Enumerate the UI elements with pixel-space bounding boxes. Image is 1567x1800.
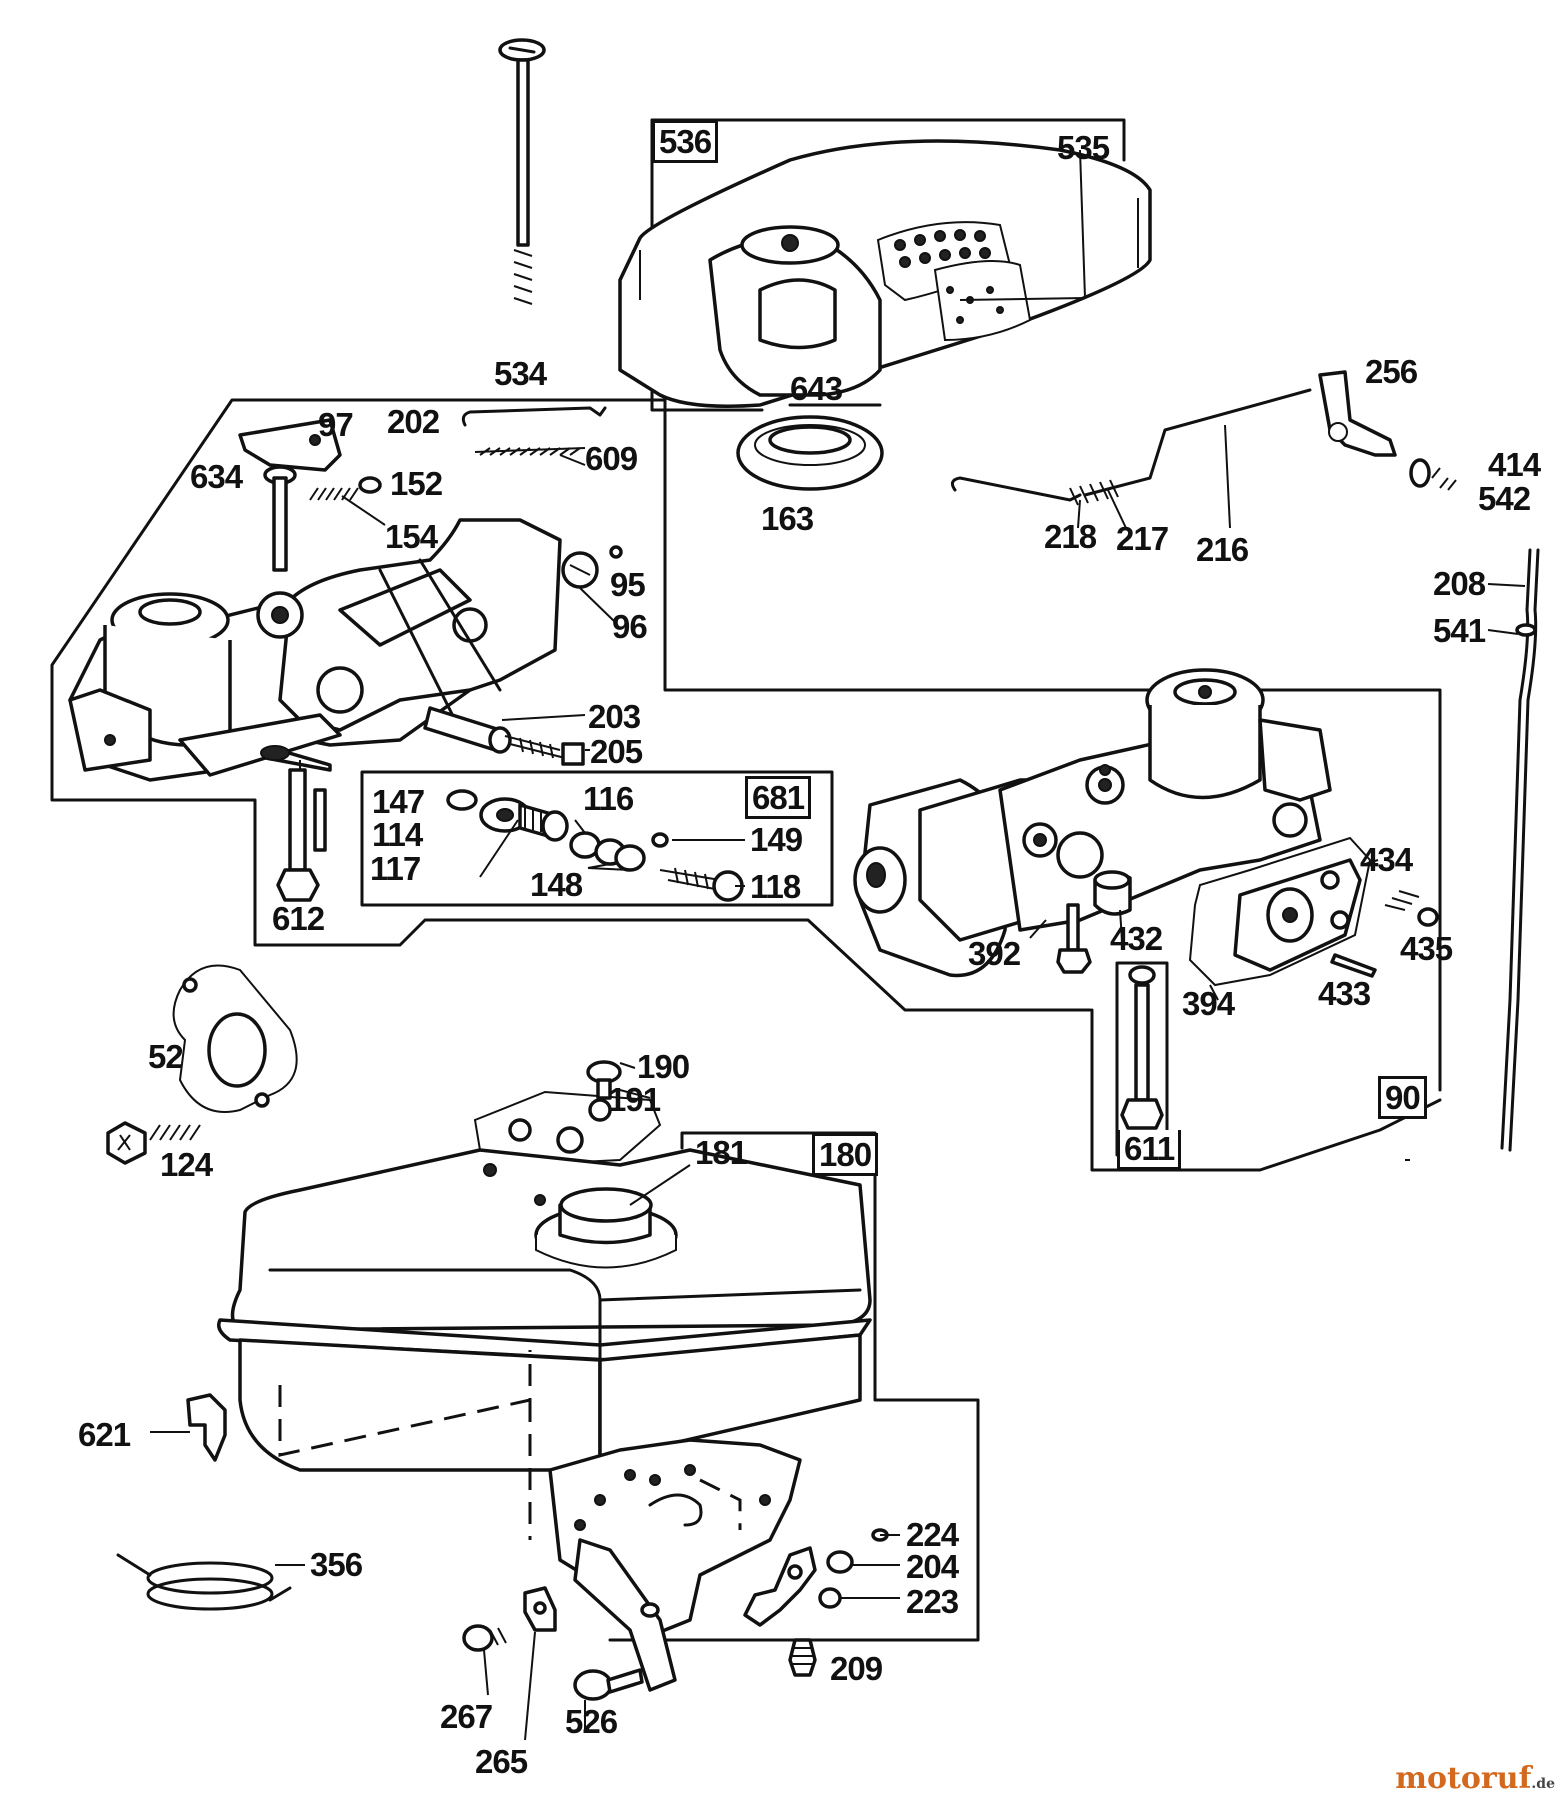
callout-147: 147 [372, 783, 425, 820]
callout-392: 392 [968, 935, 1021, 972]
callout-148: 148 [530, 866, 583, 903]
dipstick-tube [1487, 548, 1540, 1152]
callout-609: 609 [585, 440, 638, 477]
callout-542: 542 [1478, 480, 1531, 517]
callout-535: 535 [1057, 129, 1110, 166]
callout-217: 217 [1116, 520, 1169, 557]
callout-149: 149 [750, 821, 803, 858]
callout-267: 267 [440, 1698, 493, 1735]
callout-97: 97 [318, 406, 354, 443]
callout-621: 621 [78, 1416, 131, 1453]
callout-203: 203 [588, 698, 641, 735]
callout-118: 118 [750, 868, 801, 905]
callout-434: 434 [1360, 841, 1413, 878]
callout-356: 356 [310, 1546, 363, 1583]
callout-152: 152 [390, 465, 443, 502]
callout-190: 190 [637, 1048, 690, 1085]
callout-534: 534 [494, 355, 547, 392]
callout-204: 204 [906, 1548, 959, 1585]
dipstick-534 [498, 38, 546, 305]
callout-180: 180 [812, 1133, 879, 1176]
callout-256: 256 [1365, 353, 1418, 390]
callout-634: 634 [190, 458, 243, 495]
callout-526: 526 [565, 1703, 618, 1740]
callout-209: 209 [830, 1650, 883, 1687]
intake-gasket [106, 964, 298, 1165]
callout-394: 394 [1182, 985, 1235, 1022]
callout-202: 202 [387, 403, 440, 440]
callout-435: 435 [1400, 930, 1453, 967]
watermark-brand: motoruf [1395, 1761, 1532, 1796]
callout-611: 611 [1117, 1130, 1182, 1170]
callout-117: 117 [370, 850, 421, 887]
callout-223: 223 [906, 1583, 959, 1620]
watermark-tld: .de [1531, 1776, 1555, 1792]
callout-224: 224 [906, 1516, 959, 1553]
callout-218: 218 [1044, 518, 1097, 555]
callout-52: 52 [148, 1038, 184, 1075]
callout-541: 541 [1433, 612, 1486, 649]
callout-432: 432 [1110, 920, 1163, 957]
callout-433: 433 [1318, 975, 1371, 1012]
callout-95: 95 [610, 566, 646, 603]
callout-90: 90 [1378, 1076, 1427, 1119]
callout-163: 163 [761, 500, 814, 537]
callout-124: 124 [160, 1146, 213, 1183]
callout-265: 265 [475, 1743, 528, 1780]
callout-643: 643 [790, 370, 843, 407]
callout-191: 191 [608, 1081, 661, 1118]
carburetor-right-group [853, 668, 1442, 1172]
callout-536: 536 [652, 120, 719, 163]
callout-154: 154 [385, 518, 438, 555]
callout-181: 181 [695, 1134, 748, 1171]
fuel-tank-group [116, 1060, 980, 1741]
carburetor-left-group [50, 398, 1442, 1092]
callout-205: 205 [590, 733, 643, 770]
callout-612: 612 [272, 900, 325, 937]
callout-216: 216 [1196, 531, 1249, 568]
callout-114: 114 [372, 816, 423, 853]
callout-414: 414 [1488, 446, 1541, 483]
needle-valve-kit [360, 770, 834, 907]
callout-208: 208 [1433, 565, 1486, 602]
callout-96: 96 [612, 608, 648, 645]
air-cleaner-group [618, 118, 1152, 491]
callout-116: 116 [583, 780, 634, 817]
watermark-logo: motoruf.de [1395, 1761, 1555, 1796]
callout-681: 681 [745, 776, 812, 819]
governor-linkage [950, 370, 1457, 529]
